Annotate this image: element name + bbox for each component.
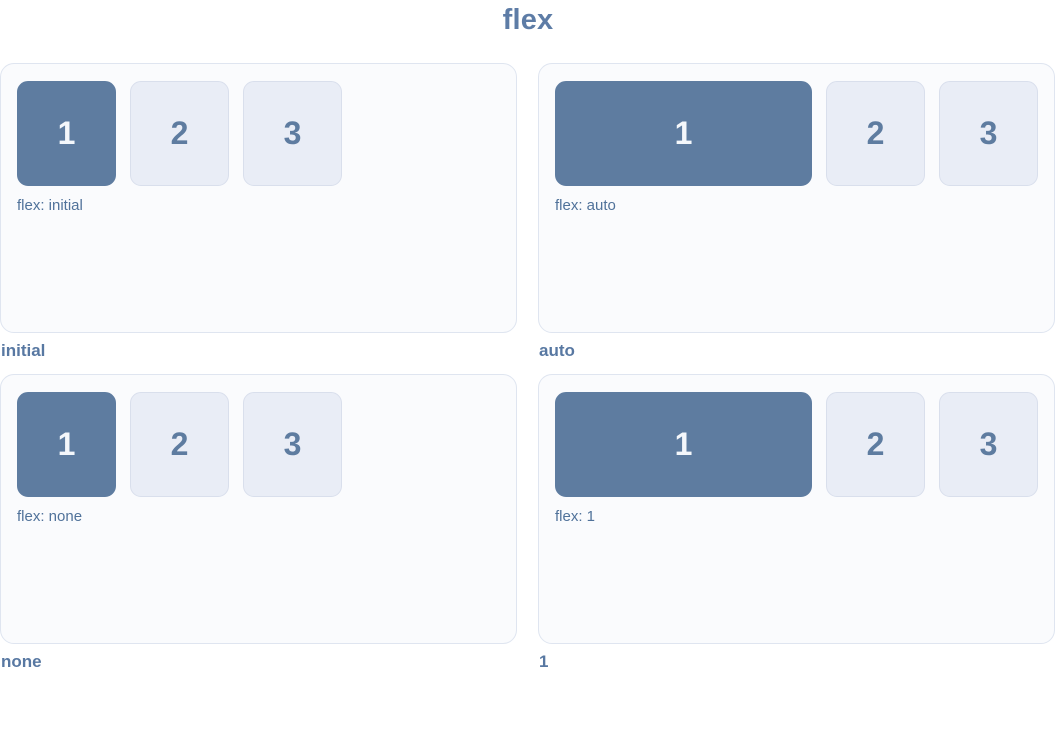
panel-flex-none: 1 2 3 flex: none	[0, 374, 517, 644]
panel-caption-1: 1	[539, 652, 549, 671]
flex-item-1: 1	[555, 81, 812, 186]
panel-flex-initial: 1 2 3 flex: initial	[0, 63, 517, 333]
flex-item-3: 3	[939, 81, 1038, 186]
panel-caption-none: none	[1, 652, 42, 671]
demo-grid: 1 2 3 flex: initial initial 1 2 3 flex: …	[0, 63, 1056, 685]
flex-container-none: 1 2 3	[17, 392, 500, 497]
flex-item-2: 2	[826, 392, 925, 497]
demo-cell-none: 1 2 3 flex: none none	[0, 374, 517, 685]
flex-property-label-1: flex: 1	[555, 508, 596, 525]
flex-item-1: 1	[17, 81, 116, 186]
demo-cell-1: 1 2 3 flex: 1 1	[538, 374, 1055, 685]
flex-container-auto: 1 2 3	[555, 81, 1038, 186]
flex-item-3: 3	[243, 392, 342, 497]
page-title: flex	[502, 4, 554, 36]
flex-property-label-initial: flex: initial	[17, 197, 83, 214]
panel-caption-initial: initial	[1, 341, 46, 360]
flex-property-label-auto: flex: auto	[555, 197, 616, 214]
panel-flex-auto: 1 2 3 flex: auto	[538, 63, 1055, 333]
demo-cell-initial: 1 2 3 flex: initial initial	[0, 63, 517, 374]
panel-flex-1: 1 2 3 flex: 1	[538, 374, 1055, 644]
flex-item-1: 1	[17, 392, 116, 497]
flex-item-3: 3	[243, 81, 342, 186]
flex-item-2: 2	[130, 392, 229, 497]
flex-item-2: 2	[130, 81, 229, 186]
flex-item-1: 1	[555, 392, 812, 497]
flex-property-label-none: flex: none	[17, 508, 83, 525]
flex-container-1: 1 2 3	[555, 392, 1038, 497]
flex-item-2: 2	[826, 81, 925, 186]
demo-cell-auto: 1 2 3 flex: auto auto	[538, 63, 1055, 374]
flex-item-3: 3	[939, 392, 1038, 497]
flex-container-initial: 1 2 3	[17, 81, 500, 186]
panel-caption-auto: auto	[539, 341, 575, 360]
